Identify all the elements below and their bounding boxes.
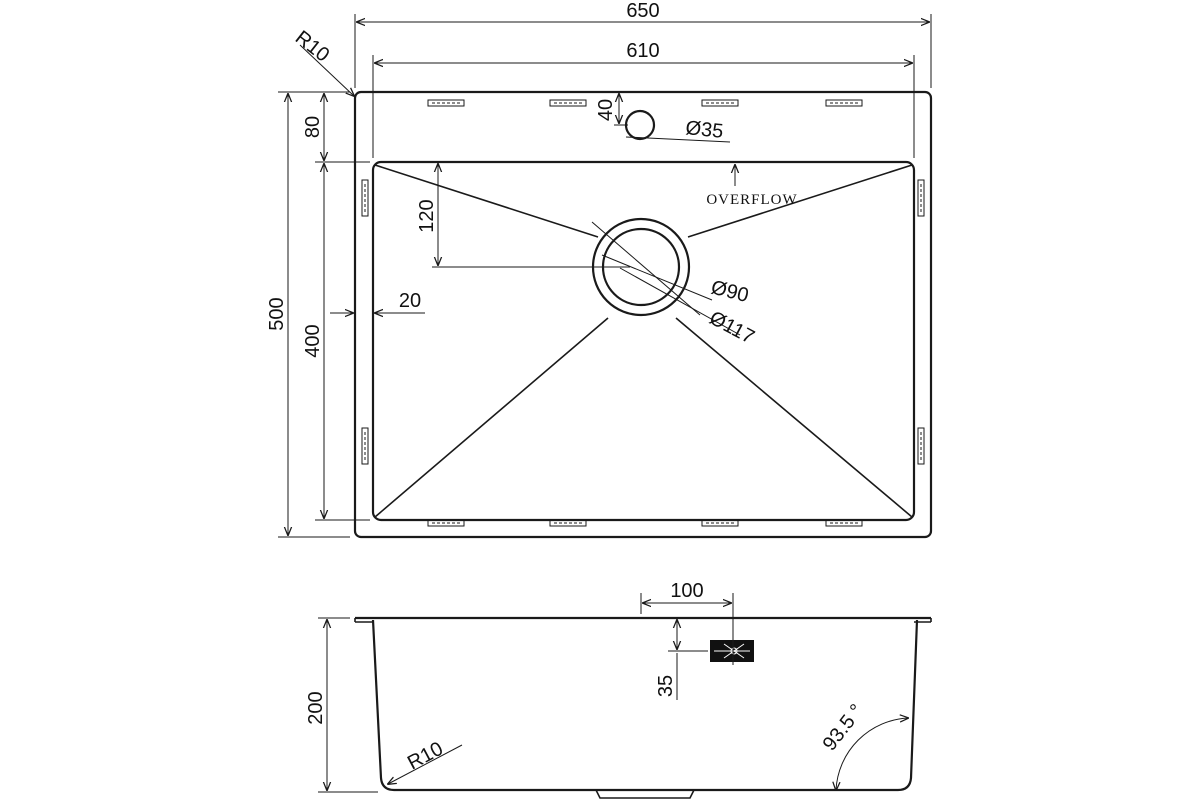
bowl-slope-lines <box>374 164 913 518</box>
overflow-indicator: OVERFLOW <box>706 165 797 208</box>
dimension-overall-width: 650 <box>354 0 932 88</box>
dimension-overflow-offset: 100 <box>640 580 734 665</box>
overall-depth-label: 500 <box>266 297 288 330</box>
tap-hole <box>624 109 656 141</box>
dimension-side-rim: 20 <box>330 290 425 313</box>
side-drain-stub <box>595 789 695 799</box>
dimension-bowl-width: 610 <box>372 40 915 158</box>
dimension-corner-radius: R10 <box>291 27 354 96</box>
overflow-offset-label: 100 <box>670 580 703 602</box>
dimension-rear-deck: 80 <box>302 94 370 163</box>
drain-outer-diameter-label: Ø117 <box>706 307 758 349</box>
bowl-height-label: 200 <box>305 691 327 724</box>
bowl-width-label: 610 <box>626 40 659 62</box>
dimension-tap-hole-offset: 40 <box>595 94 628 126</box>
dimension-tap-hole-diameter: Ø35 <box>625 117 731 143</box>
rear-deck-label: 80 <box>302 116 324 138</box>
drain-offset-label: 120 <box>416 199 438 232</box>
dimension-bottom-radius: R10 <box>388 738 463 784</box>
side-view: 100 35 200 R10 93.5 ° <box>305 580 932 799</box>
side-overflow-slot <box>710 640 754 662</box>
dimension-drain-offset: 120 <box>416 164 630 268</box>
overall-width-label: 650 <box>626 0 659 22</box>
wall-angle-label: 93.5 ° <box>819 700 869 755</box>
dimension-bowl-height: 200 <box>305 617 378 793</box>
overflow-height-label: 35 <box>655 675 677 697</box>
sink-bowl-outline <box>371 160 916 522</box>
overflow-label: OVERFLOW <box>706 192 797 208</box>
side-bowl-profile <box>371 619 919 792</box>
top-view: 650 610 R10 500 80 <box>266 0 933 539</box>
dimension-wall-angle: 93.5 ° <box>819 700 908 790</box>
tap-hole-diameter-label: Ø35 <box>684 117 724 143</box>
mounting-clips-sides <box>361 179 925 465</box>
corner-radius-label: R10 <box>291 27 333 67</box>
mounting-clips-top <box>427 99 863 107</box>
side-rim-label: 20 <box>399 290 421 312</box>
dimension-overflow-height: 35 <box>655 620 708 700</box>
mounting-clips-bottom <box>427 519 863 527</box>
drain-inner-diameter-label: Ø90 <box>709 277 751 307</box>
bowl-depth-label: 400 <box>302 324 324 357</box>
dimension-overall-depth: 500 <box>266 91 350 538</box>
dimension-bowl-depth: 400 <box>302 164 370 521</box>
tap-hole-offset-label: 40 <box>595 99 617 121</box>
sink-outer-rim <box>353 90 933 539</box>
bottom-radius-label: R10 <box>404 738 447 775</box>
